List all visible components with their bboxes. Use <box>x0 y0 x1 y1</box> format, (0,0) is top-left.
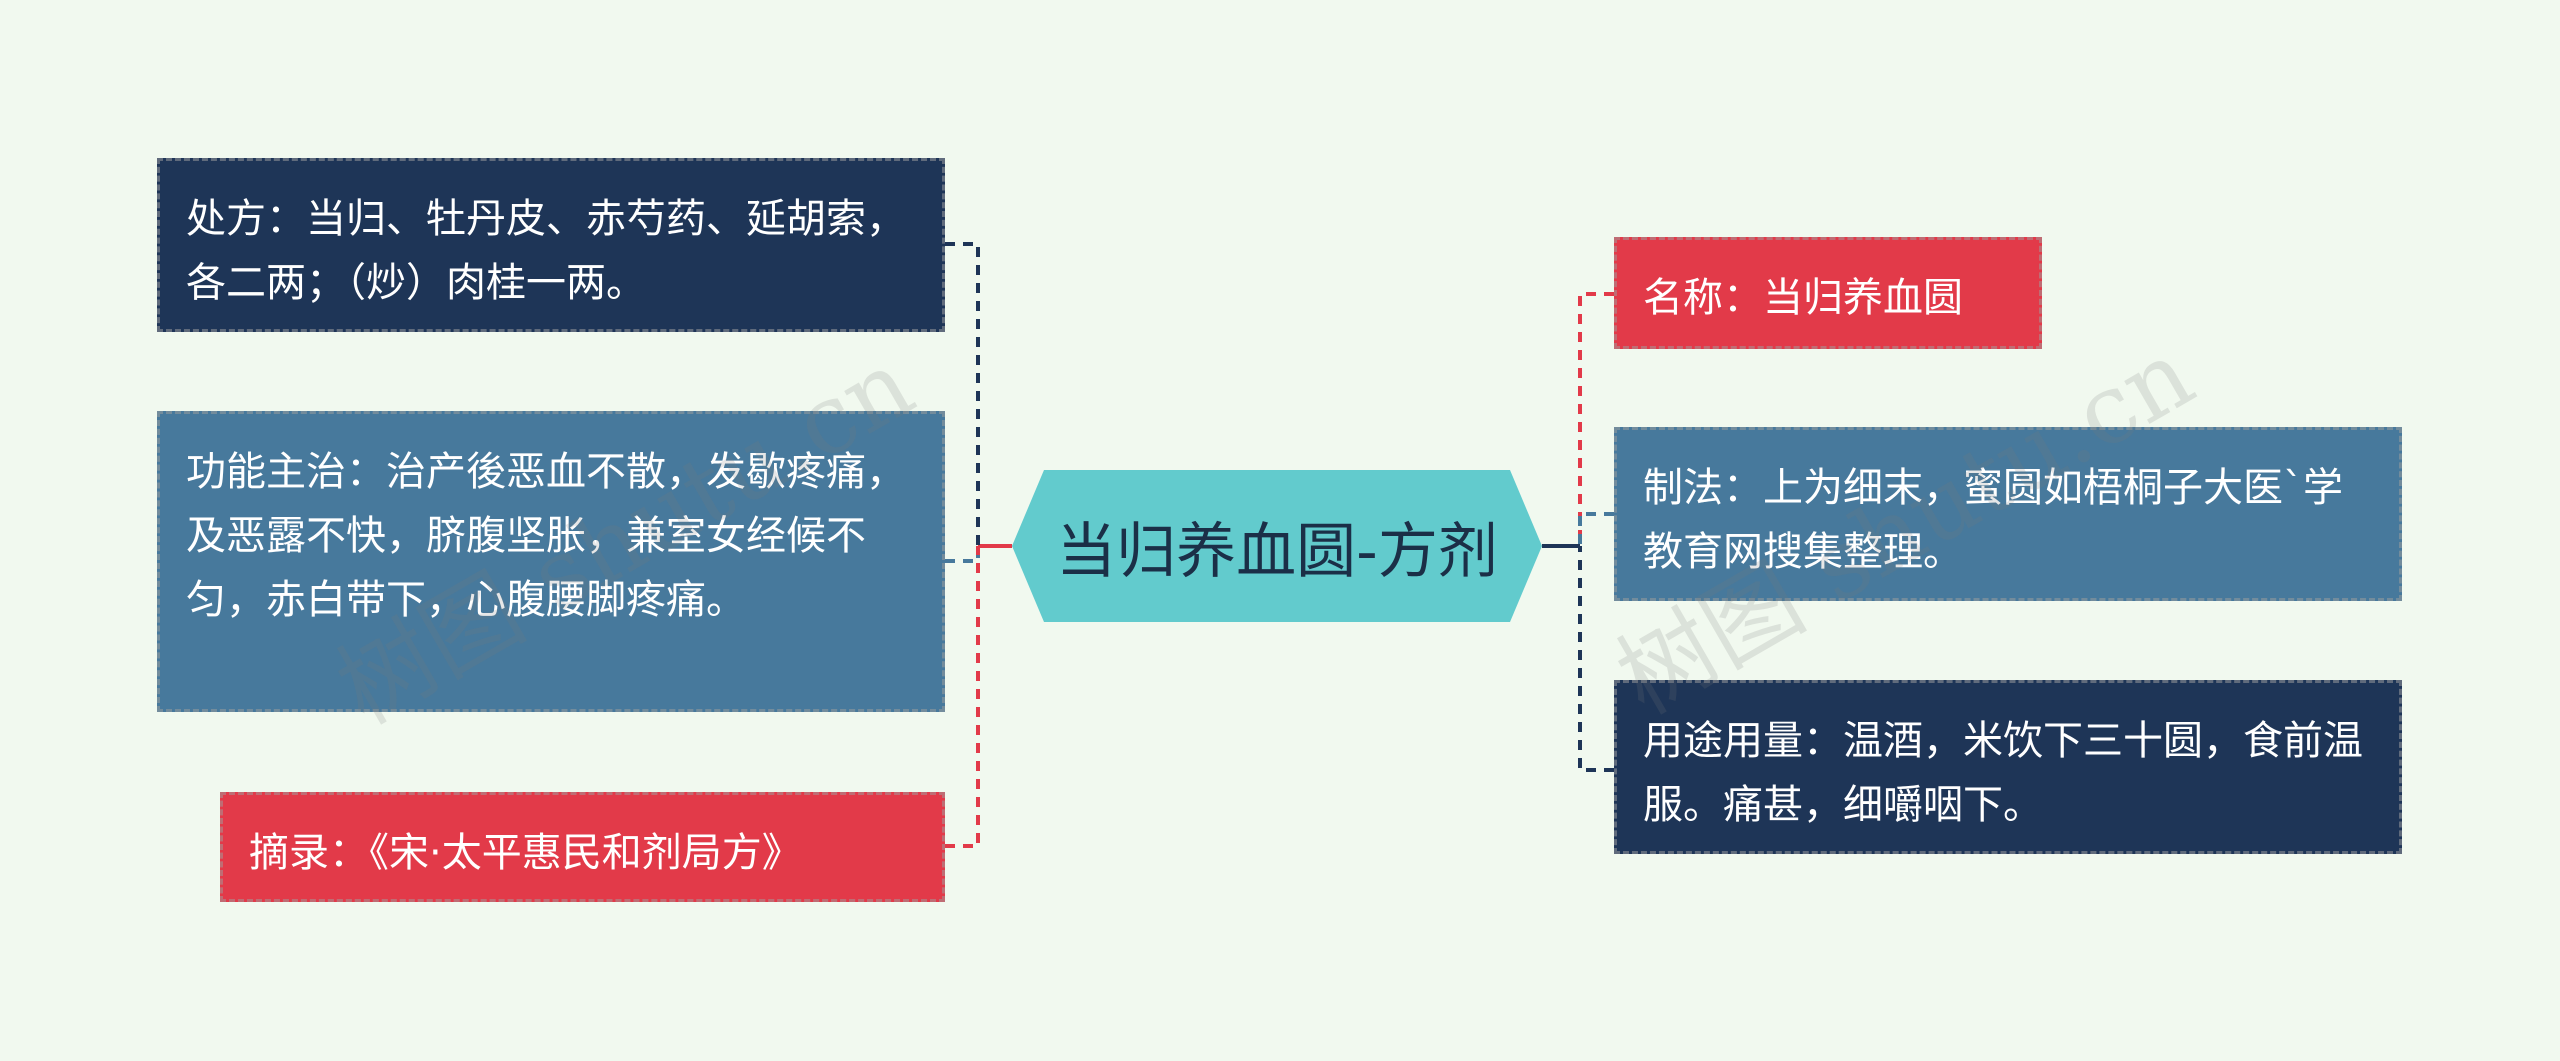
node-name: 名称：当归养血圆 <box>1614 237 2042 349</box>
connector-right-top <box>1578 292 1614 546</box>
node-preparation: 制法：上为细末，蜜圆如梧桐子大医`学教育网搜集整理。 <box>1614 427 2402 601</box>
node-indications: 功能主治：治产後恶血不散，发歇疼痛，及恶露不快，脐腹坚胀，兼室女经候不匀，赤白带… <box>157 411 945 712</box>
node-source: 摘录：《宋·太平惠民和剂局方》 <box>220 792 945 902</box>
connector-right-mid <box>1578 512 1614 546</box>
node-preparation-text: 制法：上为细末，蜜圆如梧桐子大医`学教育网搜集整理。 <box>1643 465 2343 575</box>
connector-left-top <box>945 242 980 546</box>
connector-left-mid <box>945 546 980 563</box>
node-prescription: 处方：当归、牡丹皮、赤芍药、延胡索，各二两；（炒）肉桂一两。 <box>157 158 945 332</box>
node-usage-text: 用途用量：温酒，米饮下三十圆，食前温服。痛甚，细嚼咽下。 <box>1643 718 2363 828</box>
node-name-text: 名称：当归养血圆 <box>1643 275 1963 321</box>
connector-right-bottom <box>1578 546 1614 772</box>
central-topic: 当归养血圆-方剂 <box>1012 470 1542 622</box>
connector-left-bottom <box>945 546 980 848</box>
node-usage: 用途用量：温酒，米饮下三十圆，食前温服。痛甚，细嚼咽下。 <box>1614 680 2402 854</box>
node-indications-text: 功能主治：治产後恶血不散，发歇疼痛，及恶露不快，脐腹坚胀，兼室女经候不匀，赤白带… <box>186 449 906 623</box>
central-topic-title: 当归养血圆-方剂 <box>1056 516 1498 587</box>
node-source-text: 摘录：《宋·太平惠民和剂局方》 <box>249 830 802 876</box>
node-prescription-text: 处方：当归、牡丹皮、赤芍药、延胡索，各二两；（炒）肉桂一两。 <box>186 196 906 306</box>
